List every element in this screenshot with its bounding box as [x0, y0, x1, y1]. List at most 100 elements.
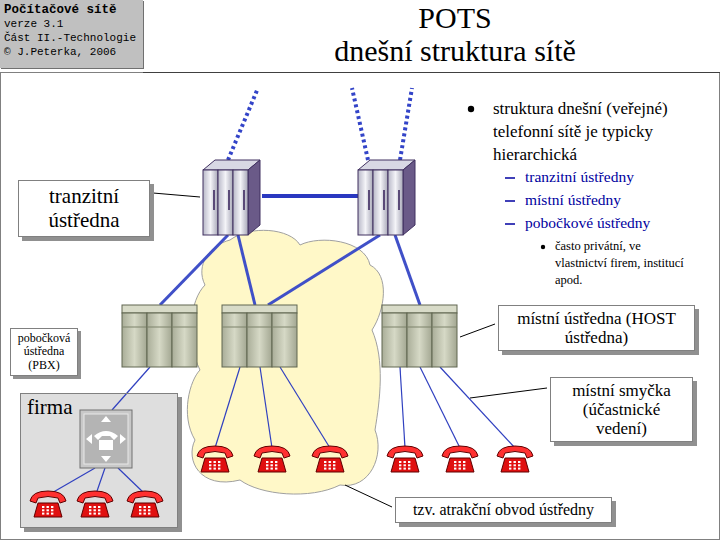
bullet-text: pobočkové ústředny — [525, 213, 700, 233]
callout-box: tzv. atrakční obvod ústředny — [395, 497, 612, 523]
uplink-lines — [228, 88, 412, 160]
cabinet-handle — [213, 190, 215, 210]
cabinet-handle — [398, 190, 400, 210]
callout-text: tzv. atrakční obvod ústředny — [402, 501, 605, 519]
telephone — [127, 491, 163, 517]
phone-body — [391, 458, 419, 472]
cabinet-top — [382, 305, 457, 313]
phone-key — [275, 464, 277, 466]
phone-key — [324, 468, 326, 470]
phone-key — [47, 506, 49, 508]
phone-key — [42, 509, 44, 511]
subscriber-line — [260, 367, 272, 448]
company-ground — [20, 393, 178, 528]
cabinet-panel — [233, 170, 248, 235]
phone-key — [89, 509, 91, 511]
phone-key — [518, 464, 520, 466]
pbx-face — [84, 414, 128, 464]
phone-key — [275, 461, 277, 463]
leader-line — [153, 193, 200, 197]
subscriber-line — [50, 468, 95, 494]
phone-key — [271, 461, 273, 463]
callout-text: pobočková ústředna (PBX) — [14, 332, 74, 372]
phone-key — [266, 468, 268, 470]
subscriber-lines — [50, 367, 515, 494]
subscriber-line — [440, 367, 515, 448]
phone-key — [408, 461, 410, 463]
phone-key — [514, 461, 516, 463]
uplink-line — [228, 88, 258, 160]
phone-key — [454, 461, 456, 463]
phone-key — [94, 513, 96, 515]
phone-key — [98, 513, 100, 515]
cabinet-seam — [407, 327, 432, 328]
phone-handset — [312, 446, 348, 458]
phone-key — [209, 461, 211, 463]
telephone — [197, 446, 233, 472]
phone-key — [42, 513, 44, 515]
phone-key — [518, 468, 520, 470]
phone-key — [266, 461, 268, 463]
phone-key — [144, 506, 146, 508]
cabinet-panel — [218, 170, 233, 235]
phone-key — [329, 464, 331, 466]
phone-key — [518, 461, 520, 463]
telephone — [254, 446, 290, 472]
cabinet-seam — [247, 327, 272, 328]
phone-key — [266, 464, 268, 466]
cabinet-panel — [122, 313, 147, 367]
cabinet-handle — [383, 190, 385, 210]
telephone — [387, 446, 423, 472]
phone-body — [201, 458, 229, 472]
slide-frame — [1, 73, 720, 540]
service-area-cloud — [187, 230, 383, 494]
cabinet-panel — [407, 313, 432, 367]
bullet-dash — [505, 223, 515, 225]
trunk-line — [160, 235, 228, 305]
phone-handset — [442, 446, 478, 458]
bullet-dot — [468, 106, 474, 112]
phone-body — [316, 458, 344, 472]
trunk-line — [262, 194, 358, 198]
phone-key — [399, 461, 401, 463]
phone-key — [459, 461, 461, 463]
phone-handset — [497, 446, 533, 458]
cabinet-top — [222, 305, 297, 313]
phone-key — [333, 461, 335, 463]
subscriber-line — [112, 367, 150, 410]
phone-body — [34, 503, 62, 517]
header-text: verze 3.1 — [4, 17, 139, 31]
pbx-handset — [94, 431, 118, 440]
leader-line — [460, 324, 495, 337]
phone-key — [148, 506, 150, 508]
callout-text: tranzitní ústředna — [25, 185, 143, 232]
callout-box: pobočková ústředna (PBX) — [10, 328, 78, 376]
phone-handset — [254, 446, 290, 458]
cabinet-seam — [272, 327, 297, 328]
phone-key — [218, 461, 220, 463]
subscriber-line — [118, 468, 145, 494]
pbx-icon — [80, 410, 132, 468]
subscriber-line — [280, 367, 330, 448]
phone-handset — [77, 491, 113, 503]
phone-key — [324, 464, 326, 466]
cabinet-panel — [382, 313, 407, 367]
phone-handset — [30, 491, 66, 503]
leader-line — [470, 388, 547, 398]
subscriber-line — [96, 468, 105, 494]
cabinet-handle — [228, 190, 230, 210]
title-rule — [143, 72, 720, 73]
phone-key — [42, 506, 44, 508]
telephone — [312, 446, 348, 472]
phone-handset — [127, 491, 163, 503]
phone-body — [258, 458, 286, 472]
bullet-dash — [505, 177, 515, 179]
phone-key — [98, 506, 100, 508]
phone-body — [131, 503, 159, 517]
phone-key — [94, 506, 96, 508]
callout-box: místní smyčka (účastnické vedení) — [550, 377, 693, 442]
phone-key — [324, 461, 326, 463]
telephone — [497, 446, 533, 472]
phone-key — [404, 468, 406, 470]
cabinet-panel — [388, 170, 403, 235]
